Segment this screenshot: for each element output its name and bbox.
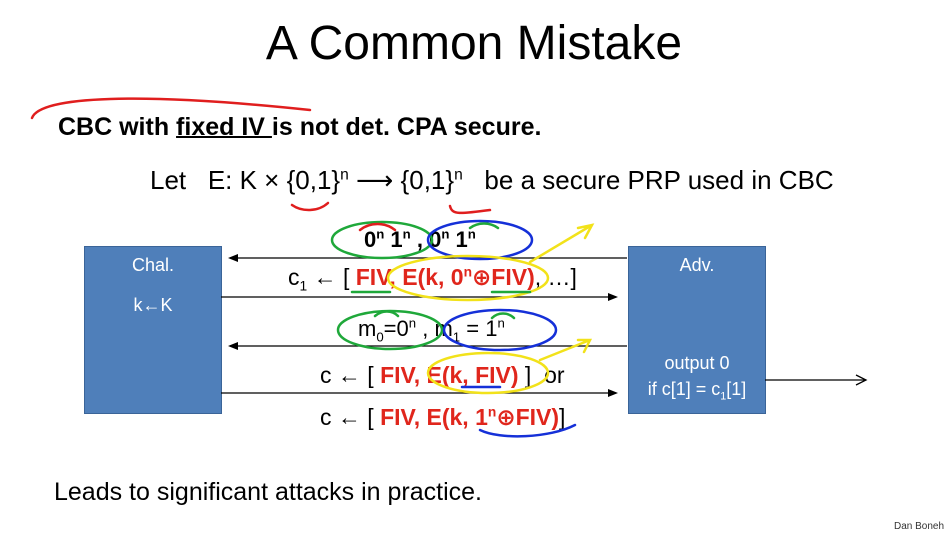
message-pair-1: 0n 1n , 0n 1n bbox=[364, 226, 476, 252]
headline-underlined: fixed IV bbox=[176, 113, 272, 141]
author-credit: Dan Boneh bbox=[894, 521, 945, 532]
challenger-key: k←K bbox=[133, 295, 173, 315]
annot-blue-circle-1 bbox=[426, 219, 534, 261]
annot-green-mark-2 bbox=[373, 310, 400, 318]
annot-red-tick-1 bbox=[290, 201, 330, 212]
headline: CBC with fixed IV is not det. CPA secure… bbox=[58, 113, 541, 142]
arrowhead-3 bbox=[228, 342, 238, 350]
annot-red-tick-2 bbox=[448, 204, 492, 215]
long-arrow: ⟶ bbox=[356, 165, 394, 195]
e-definition: E: K × {0,1} bbox=[207, 165, 341, 195]
closing-statement: Leads to significant attacks in practice… bbox=[54, 478, 483, 506]
challenger-box: Chal. k←K bbox=[84, 246, 222, 414]
adversary-output-line1: output 0 bbox=[664, 353, 730, 373]
annot-yellow-circle-1 bbox=[386, 254, 550, 302]
output-cond-b: [1] bbox=[726, 379, 747, 399]
exp-n2: n bbox=[454, 166, 463, 184]
slide-title: A Common Mistake bbox=[265, 17, 683, 70]
prp-description: be a secure PRP used in CBC bbox=[484, 165, 834, 195]
headline-prefix: CBC with bbox=[58, 113, 177, 141]
ciphertext-case-a: c ← [ FIV, E(k, FIV) ] or bbox=[320, 362, 565, 388]
let-word: Let bbox=[150, 165, 187, 195]
annot-green-circle-1 bbox=[330, 220, 434, 260]
prp-definition: Let E: K × {0,1}n ⟶ {0,1}n be a secure P… bbox=[150, 165, 834, 196]
output-cond-sub: 1 bbox=[720, 390, 727, 403]
arrowhead-1 bbox=[228, 254, 238, 262]
output-cond-a: if c[1] = c bbox=[647, 379, 721, 399]
adversary-output-line2: if c[1] = c1[1] bbox=[629, 379, 765, 403]
ciphertext-case-b: c ← [ FIV, E(k, 1n⊕FIV)] bbox=[320, 404, 566, 430]
annot-green-mark-1 bbox=[468, 222, 500, 230]
arrowhead-5 bbox=[855, 374, 868, 386]
annot-yellow-circle-2 bbox=[426, 351, 550, 395]
annot-red-mark-1 bbox=[358, 222, 397, 232]
adversary-box: Adv. output 0 if c[1] = c1[1] bbox=[628, 246, 766, 414]
arrowhead-4 bbox=[608, 389, 618, 397]
annot-yellow-arrow-1 bbox=[528, 223, 595, 264]
annot-blue-circle-2 bbox=[442, 308, 558, 352]
exp-n1: n bbox=[340, 166, 349, 184]
annot-blue-underline-2 bbox=[478, 423, 577, 438]
annot-green-circle-2 bbox=[336, 309, 444, 351]
range-set: {0,1} bbox=[400, 165, 455, 195]
annot-red-arc bbox=[30, 97, 312, 120]
challenger-label: Chal. bbox=[131, 255, 175, 275]
arrowhead-2 bbox=[608, 293, 618, 301]
annot-yellow-arrow-2 bbox=[538, 338, 593, 362]
adversary-label: Adv. bbox=[679, 255, 715, 275]
annot-green-mark-3 bbox=[490, 312, 516, 320]
headline-suffix: is not det. CPA secure. bbox=[271, 113, 542, 141]
